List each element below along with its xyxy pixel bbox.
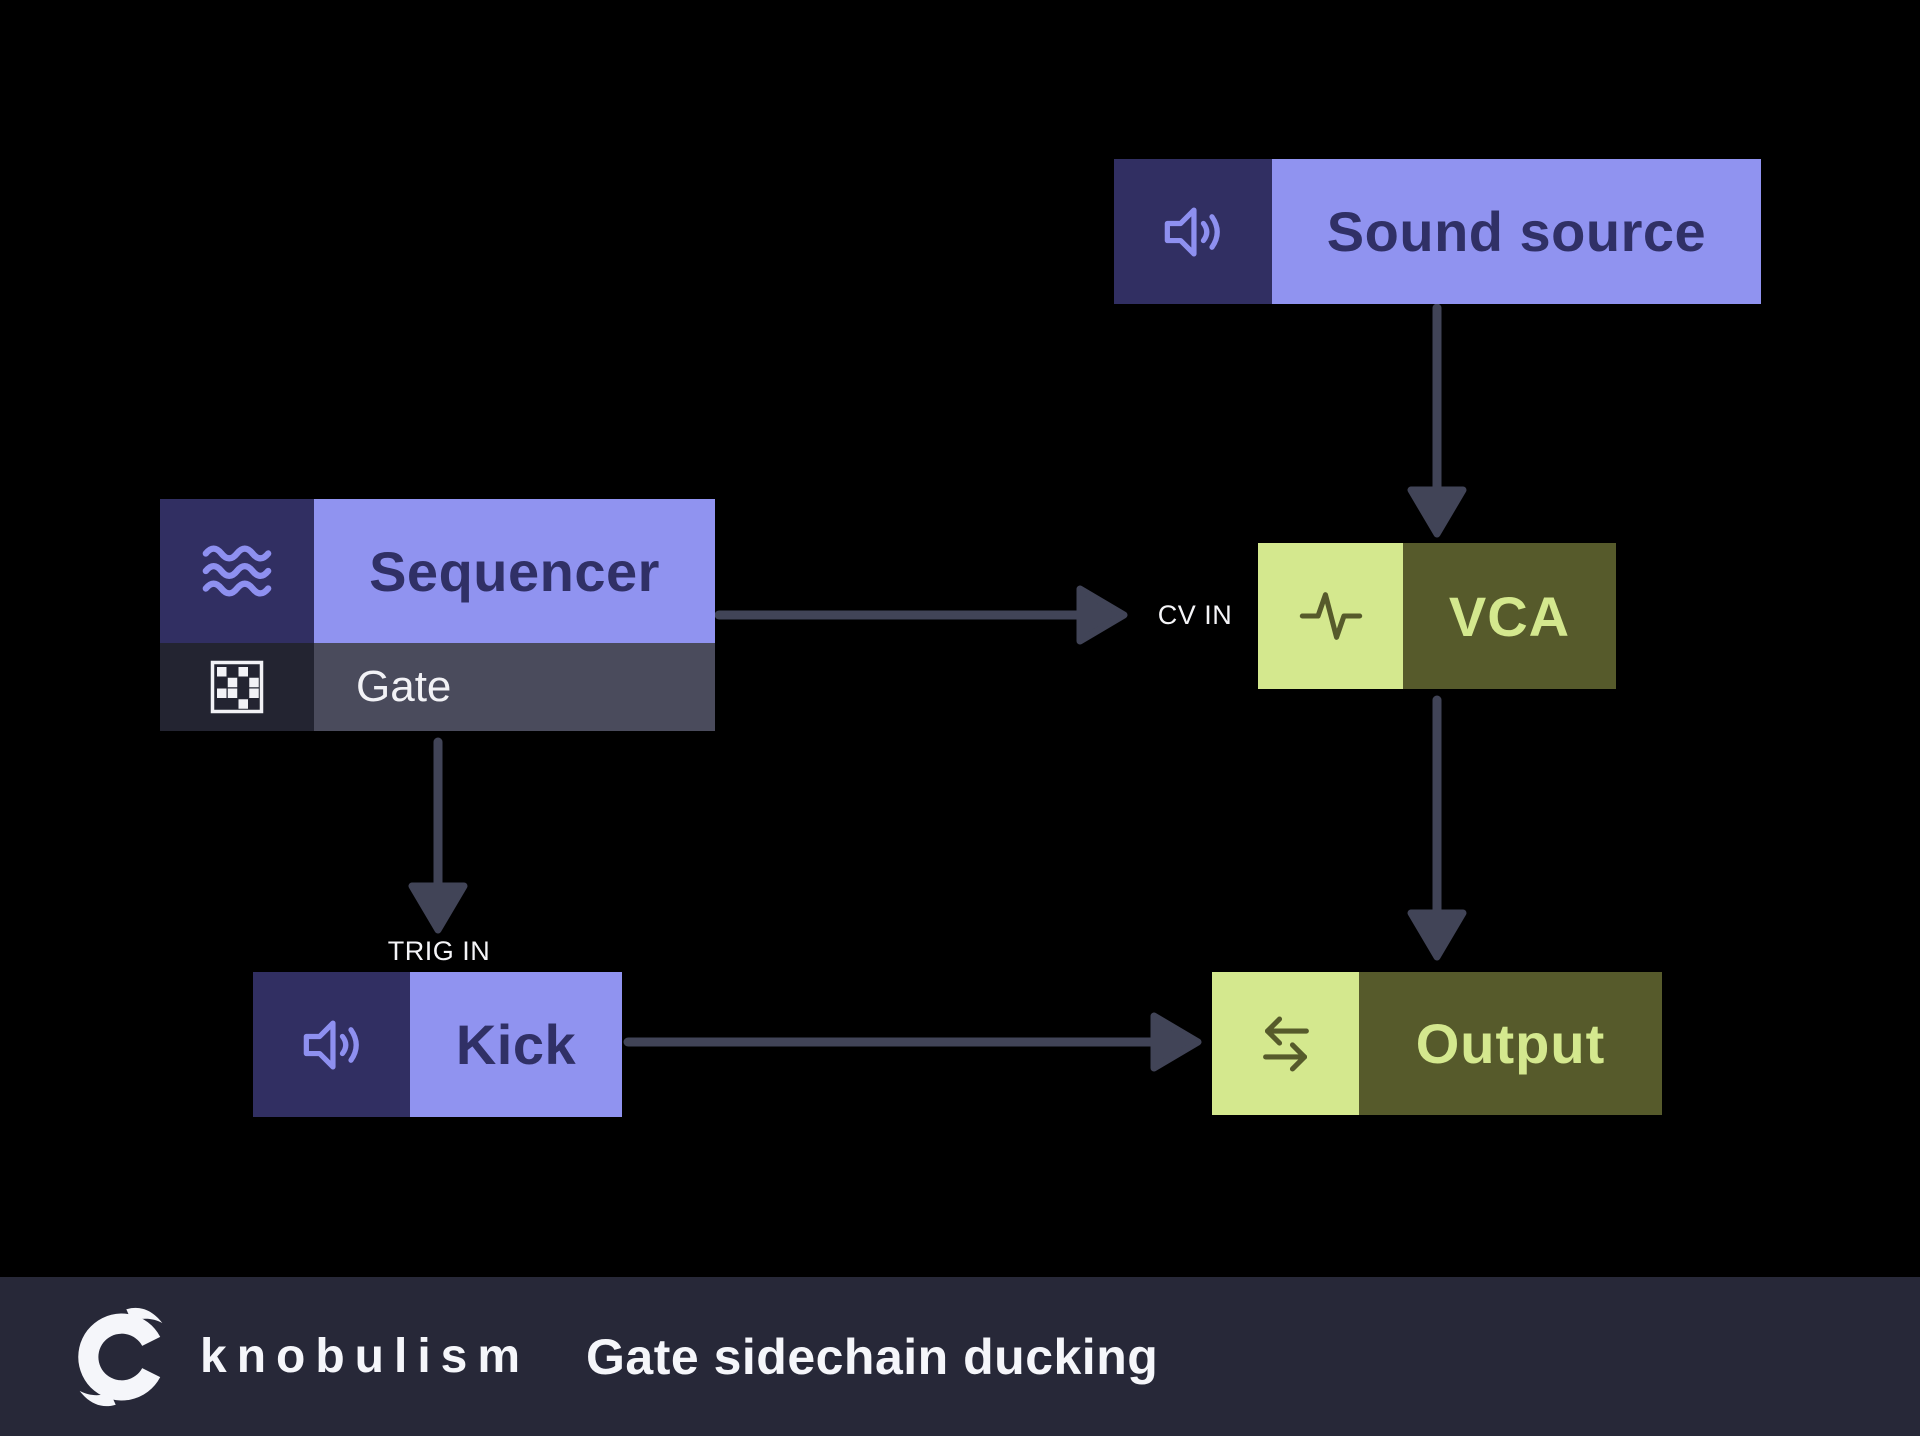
dither-pattern-icon [210, 660, 264, 714]
vca-iconbox [1258, 543, 1403, 689]
footer-bar: knobulism Gate sidechain ducking [0, 1277, 1920, 1436]
node-sound-source: Sound source [1114, 159, 1761, 304]
vca-label: VCA [1448, 584, 1571, 648]
output-labelbox: Output [1359, 972, 1662, 1115]
node-vca: VCA [1258, 543, 1616, 689]
sound-source-labelbox: Sound source [1272, 159, 1761, 304]
node-sequencer: Sequencer [160, 499, 715, 643]
arrow-soundsource-to-vca [1407, 303, 1467, 538]
row-gate: Gate [160, 643, 715, 731]
diagram-title: Gate sidechain ducking [586, 1328, 1159, 1385]
node-kick: Kick [253, 972, 622, 1117]
node-output: Output [1212, 972, 1662, 1115]
sound-source-label: Sound source [1326, 200, 1707, 263]
trig-in-port-label: TRIG IN [387, 936, 491, 966]
sequencer-iconbox [160, 499, 314, 643]
kick-labelbox: Kick [410, 972, 622, 1117]
output-label: Output [1415, 1012, 1606, 1075]
kick-iconbox [253, 972, 410, 1117]
waveform-pulse-icon [1299, 592, 1362, 640]
gate-labelbox: Gate [314, 643, 715, 731]
arrow-vca-to-output [1407, 695, 1467, 961]
kick-label: Kick [455, 1013, 577, 1076]
arrow-sequencer-to-cvin [714, 585, 1128, 645]
cv-in-port-label: CV IN [1157, 600, 1233, 630]
gate-label: Gate [356, 662, 452, 711]
sequencer-label: Sequencer [369, 539, 660, 603]
gate-iconbox [160, 643, 314, 731]
knob-logo-icon [78, 1307, 163, 1406]
speaker-icon [1164, 207, 1220, 256]
sequencer-labelbox: Sequencer [314, 499, 715, 643]
sound-source-iconbox [1114, 159, 1272, 304]
transfer-arrows-icon [1262, 1015, 1309, 1072]
brand-name: knobulism [200, 1330, 531, 1383]
speaker-icon [303, 1020, 359, 1069]
vca-labelbox: VCA [1403, 543, 1616, 689]
arrow-gate-to-trigin [408, 737, 468, 934]
arrow-kick-to-output [623, 1012, 1202, 1072]
output-iconbox [1212, 972, 1359, 1115]
waves-icon [202, 545, 272, 597]
